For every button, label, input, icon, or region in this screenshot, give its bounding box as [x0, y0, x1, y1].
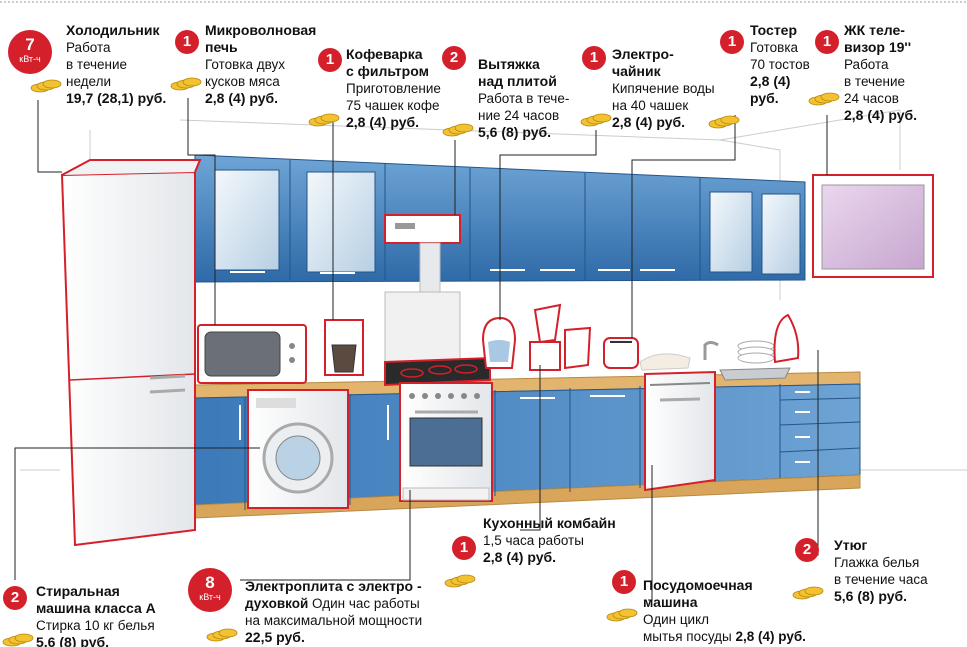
sink — [719, 367, 791, 381]
iron — [773, 313, 800, 364]
stove-title2: духовкой — [245, 596, 309, 611]
coffee-kwh-badge: 1 — [318, 48, 342, 72]
plates — [737, 340, 775, 364]
coin-stack-icon — [442, 123, 474, 137]
toaster-kwh-badge: 1 — [720, 30, 744, 54]
fridge-label: Холодильник Работа в течение недели 19,7… — [66, 22, 167, 106]
coin-stack-icon — [2, 633, 34, 647]
hood-kwh-badge: 2 — [442, 46, 466, 70]
stove-label: Электроплита с электро - духовкой Один ч… — [245, 578, 423, 645]
lcd-tv — [812, 174, 934, 278]
toaster — [603, 337, 639, 369]
kettle-label: Электро- чайник Кипячение воды на 40 чаш… — [612, 46, 715, 130]
food-processor — [529, 303, 592, 371]
coin-stack-icon — [308, 113, 340, 127]
coin-stack-icon — [170, 77, 202, 91]
coin-icons — [2, 77, 840, 647]
dishwasher-cost: 2,8 (4) руб. — [735, 629, 806, 644]
refrigerator — [60, 159, 202, 547]
dishwasher-kwh-badge: 1 — [612, 570, 636, 594]
bread — [639, 353, 691, 371]
microwave-kwh-badge: 1 — [175, 30, 199, 54]
dishwasher-desc-2: мытья посуды — [643, 629, 732, 644]
dishwasher-label: Посудомоечная машина Один цикл мытья пос… — [643, 577, 806, 644]
kettle — [481, 316, 517, 369]
backsplash — [384, 291, 461, 363]
kettle-kwh-badge: 1 — [582, 46, 606, 70]
coin-stack-icon — [792, 586, 824, 600]
toaster-label: Тостер Готовка 70 тостов 2,8 (4) руб. — [750, 22, 810, 106]
tv-label: ЖК теле- визор 19'' Работа в течение 24 … — [844, 22, 918, 123]
dishwasher — [644, 370, 716, 492]
coffee-label: Кофеварка с фильтром Приготовление 75 ча… — [346, 46, 441, 130]
coin-stack-icon — [808, 92, 840, 106]
coin-stack-icon — [444, 574, 476, 588]
coin-stack-icon — [30, 79, 62, 93]
coin-stack-icon — [206, 628, 238, 642]
coffee-maker — [324, 319, 364, 376]
coin-stack-icon — [580, 113, 612, 127]
washing-machine — [247, 389, 349, 509]
washer-label: Стиральная машина класса А Стирка 10 кг … — [36, 583, 156, 647]
iron-label: Утюг Глажка белья в течение часа 5,6 (8)… — [834, 537, 928, 604]
processor-label: Кухонный комбайн 1,5 часа работы 2,8 (4)… — [483, 515, 616, 565]
electric-stove — [384, 356, 493, 502]
iron-kwh-badge: 2 — [795, 538, 819, 562]
tv-kwh-badge: 1 — [815, 30, 839, 54]
hood-label: Вытяжка над плитой Работа в тече- ние 24… — [478, 56, 570, 140]
coin-stack-icon — [606, 608, 638, 622]
range-hood — [384, 214, 461, 294]
microwave — [197, 324, 307, 384]
coin-stack-icon — [708, 115, 740, 129]
washer-kwh-badge: 2 — [3, 586, 27, 610]
processor-kwh-badge: 1 — [452, 536, 476, 560]
microwave-label: Микроволновая печь Готовка двух кусков м… — [205, 22, 317, 106]
stove-desc-inline: Один час работы — [312, 596, 420, 611]
